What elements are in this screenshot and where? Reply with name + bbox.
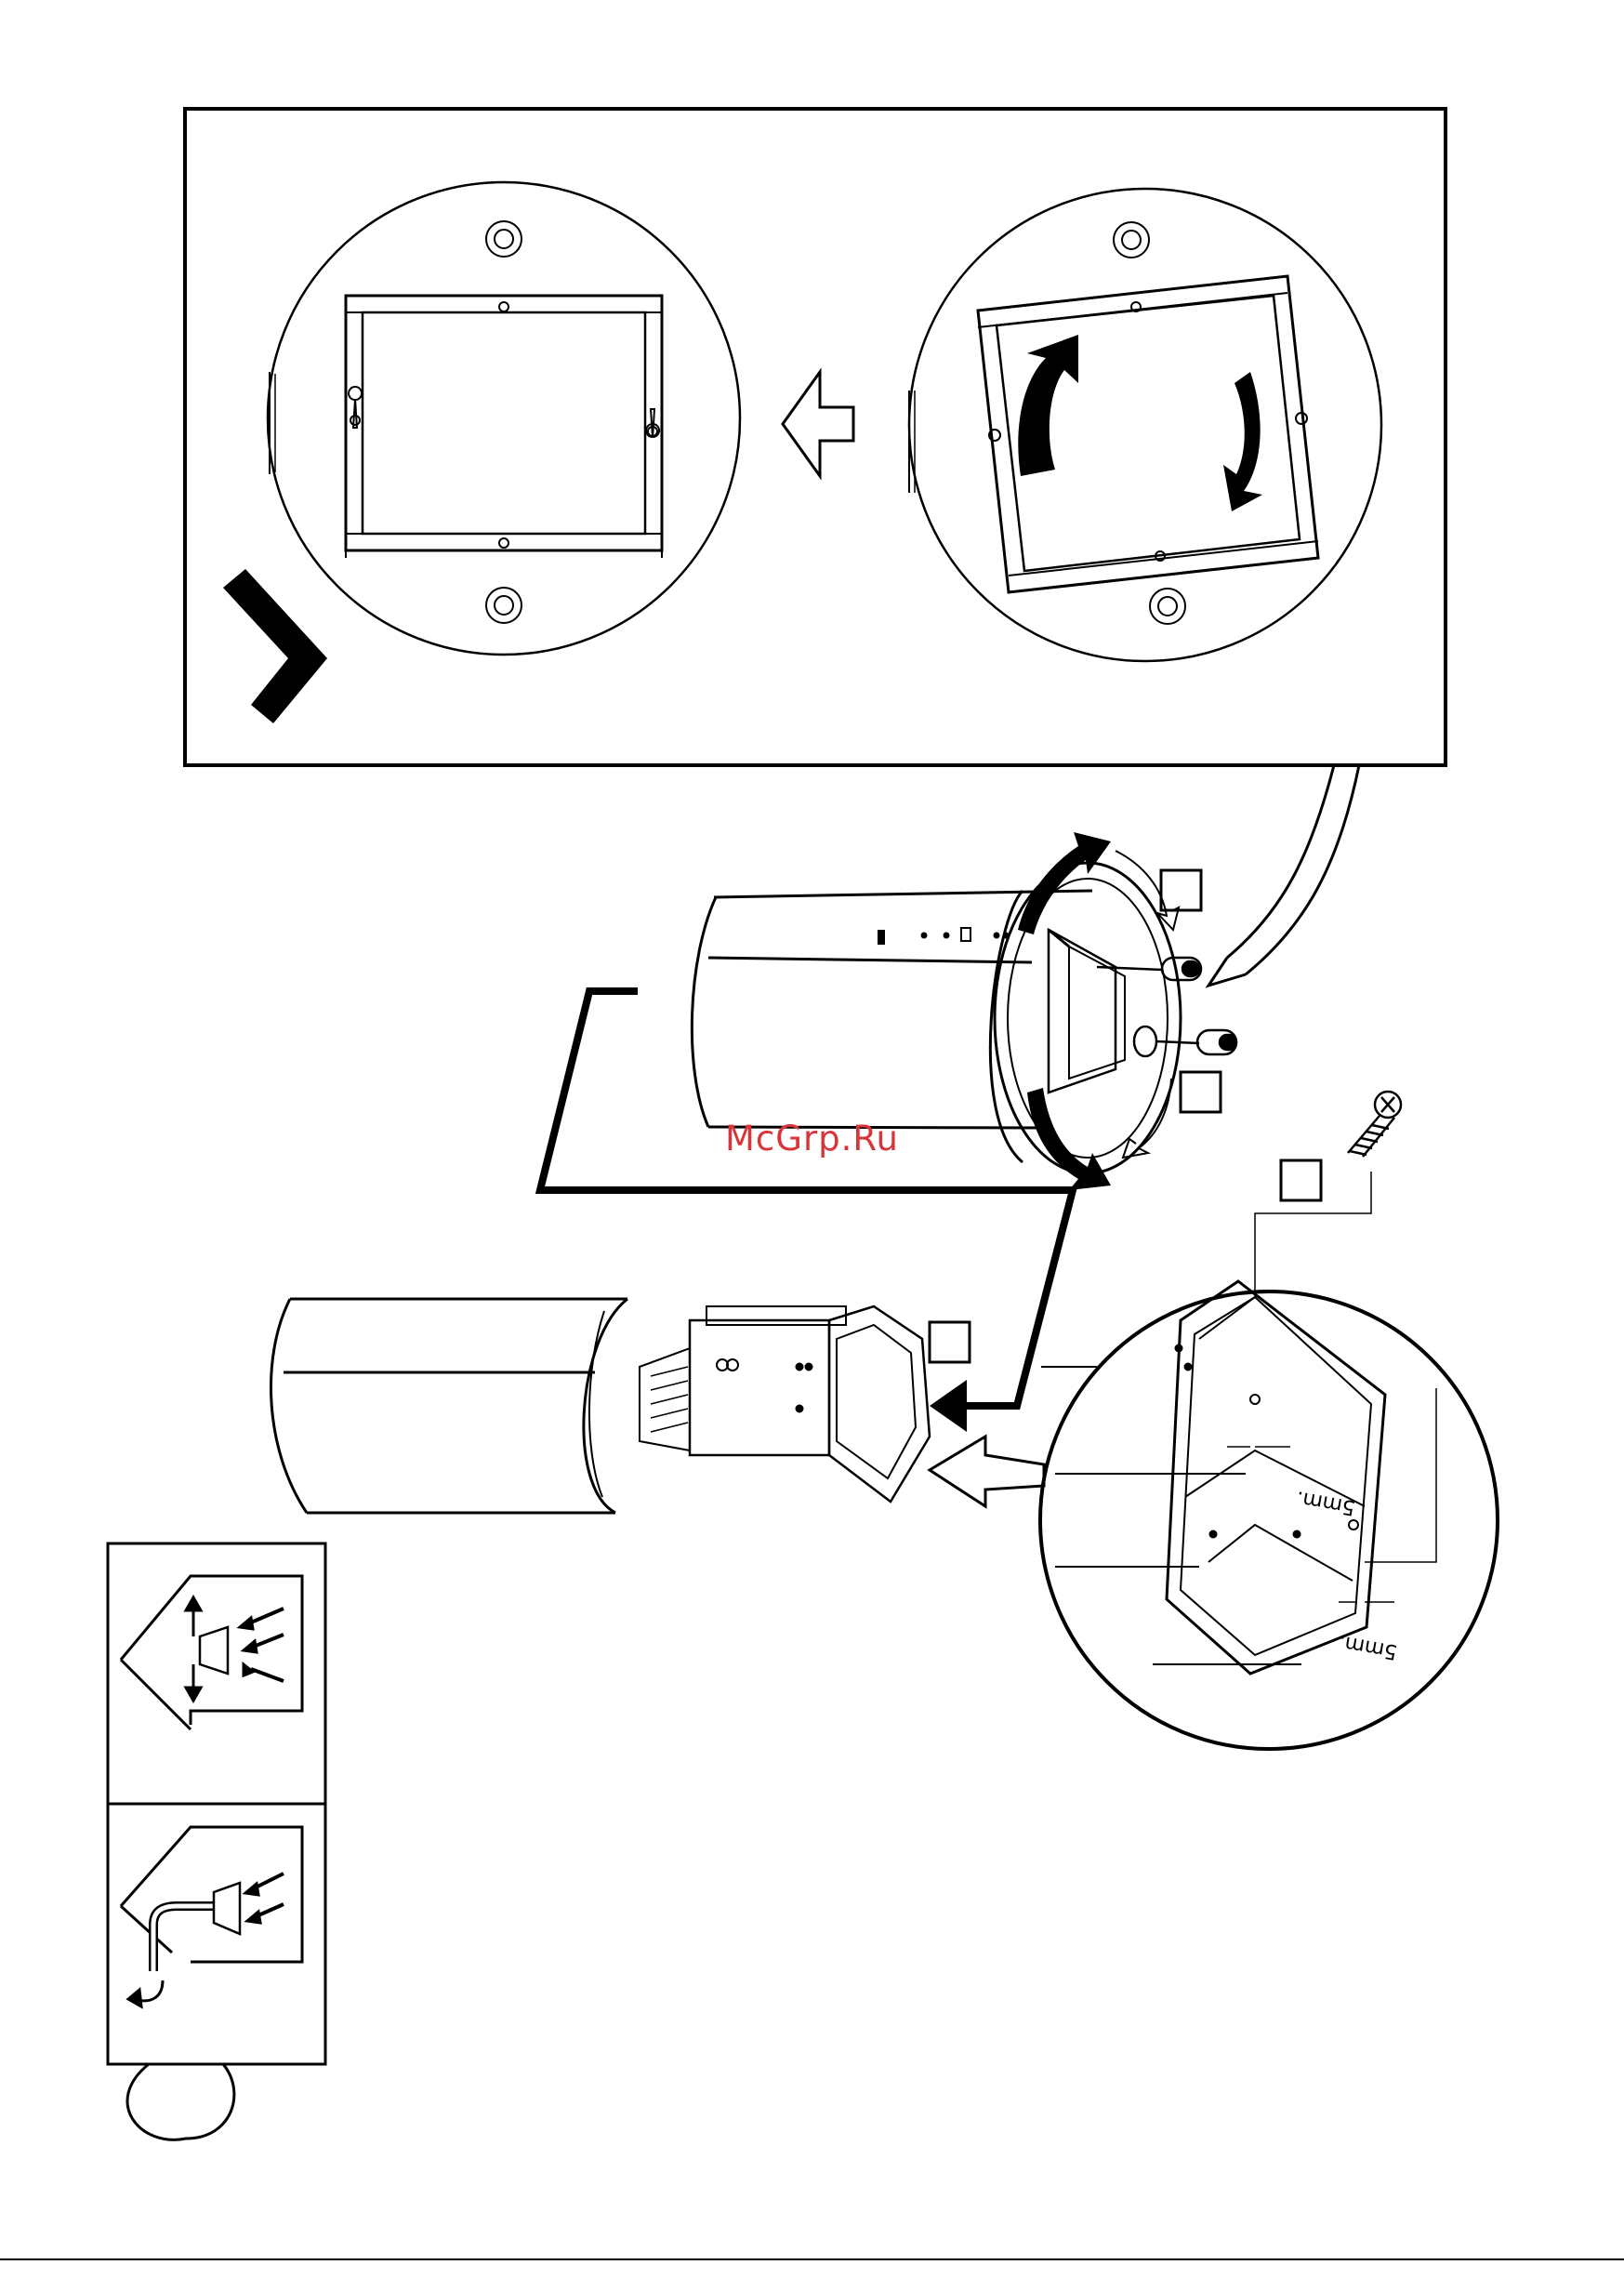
hollow-arrow-left-icon [930, 1437, 1044, 1506]
screw-leader-line [1255, 1172, 1371, 1297]
arrow-to-transformer-icon [930, 1380, 967, 1432]
step-box-1 [1161, 870, 1201, 910]
watermark-text: McGrp.Ru [725, 1119, 899, 1159]
step-box-2 [1181, 1072, 1221, 1112]
gap-dimension-upper: 5mm. [1294, 1486, 1356, 1519]
step-box-4 [930, 1322, 970, 1362]
mode-panel [108, 1543, 325, 2139]
hood-rotate-hint-bottom-icon [1123, 1079, 1171, 1158]
bracket-rotation-step [909, 189, 1381, 661]
bracket-final-position [268, 182, 740, 655]
screw-icon [1348, 1092, 1401, 1157]
connector-path [540, 991, 1073, 1406]
hood-rotate-arrow-bottom-icon [1027, 1088, 1111, 1190]
hood-cylinder-extended [271, 1299, 930, 1513]
rotate-arrow-down-icon [1223, 372, 1262, 511]
screwdriver-icon [1134, 1026, 1236, 1056]
top-detail-panel [185, 109, 1446, 765]
step-box-3 [1281, 1160, 1321, 1200]
recirculation-mode-icon [121, 1576, 302, 1729]
gap-dimension-lower: 5mm. [1337, 1630, 1399, 1663]
extraction-mode-icon [121, 1827, 302, 2006]
zoom-detail-transformer [1040, 1281, 1498, 1749]
hood-rotate-arrow-top-icon [1018, 832, 1111, 934]
hood-rotate-hint-top-icon [1116, 851, 1179, 930]
arrow-left-hollow-icon [783, 372, 853, 476]
leader-arrow-to-hood [1208, 765, 1359, 986]
chevron-marker-icon [223, 569, 327, 723]
rotate-arrow-up-icon [1018, 335, 1078, 476]
